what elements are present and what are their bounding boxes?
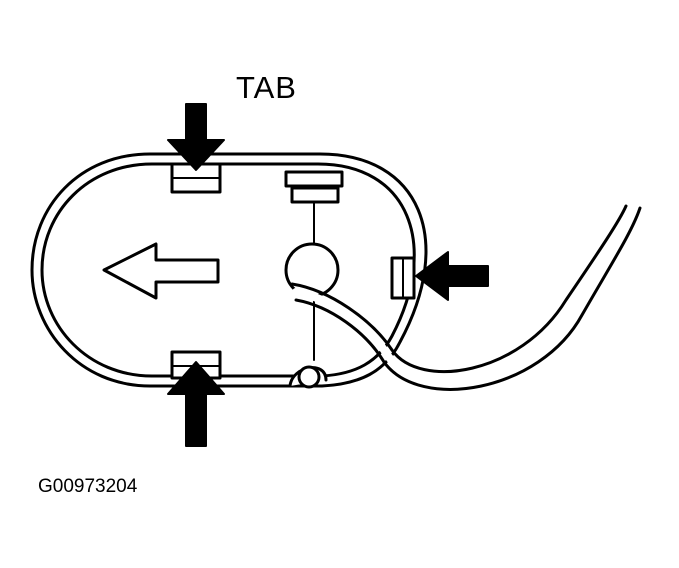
housing-outer-outline	[30, 152, 428, 388]
side-tab	[390, 256, 416, 300]
arrow-left-solid-icon	[415, 251, 489, 301]
latch-blocks	[284, 170, 344, 204]
connector-housing	[30, 152, 428, 388]
tab-label: TAB	[236, 70, 297, 105]
wire-outer-edge	[290, 204, 628, 374]
wire-fill	[292, 203, 637, 385]
wire-inner-edge	[294, 206, 642, 391]
arrow-down-icon	[167, 103, 225, 171]
arrow-up-icon	[167, 361, 225, 447]
pointer-arrows	[167, 103, 489, 447]
arrow-left-icon	[102, 242, 220, 300]
hinge	[288, 365, 328, 389]
figure-id: G00973204	[38, 476, 138, 497]
wire	[290, 203, 642, 391]
housing-inner-outline	[40, 162, 416, 378]
